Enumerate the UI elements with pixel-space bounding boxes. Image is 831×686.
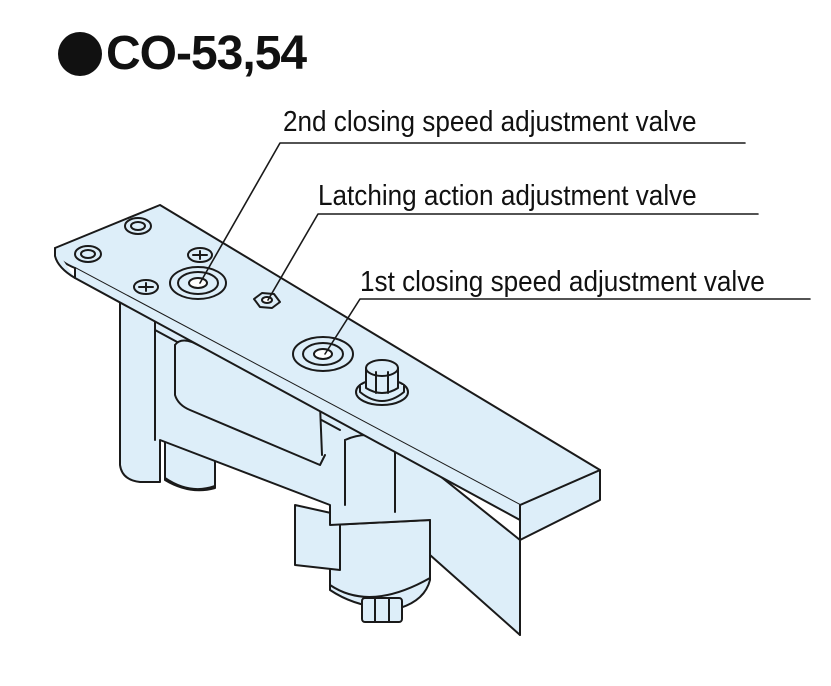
leader-lines (199, 142, 811, 355)
mounting-holes (74, 217, 213, 295)
diagram-title: CO-53,54 (58, 26, 307, 81)
bullet-icon (58, 31, 102, 76)
label-2nd-closing-speed-valve: 2nd closing speed adjustment valve (283, 106, 697, 138)
valve-2nd-closing-speed (169, 266, 227, 300)
leader-2nd-closing-speed (199, 142, 746, 284)
lower-cylinder (329, 519, 431, 623)
leader-1st-closing-speed (324, 298, 811, 355)
label-latching-action-valve: Latching action adjustment valve (318, 180, 697, 212)
valve-1st-closing-speed (292, 336, 354, 372)
valve-latching-action (253, 292, 281, 309)
leader-latching-action (267, 213, 759, 301)
title-text: CO-53,54 (106, 27, 307, 80)
closer-body (119, 294, 521, 636)
pinion-nut (355, 359, 409, 406)
label-1st-closing-speed-valve: 1st closing speed adjustment valve (360, 266, 765, 298)
